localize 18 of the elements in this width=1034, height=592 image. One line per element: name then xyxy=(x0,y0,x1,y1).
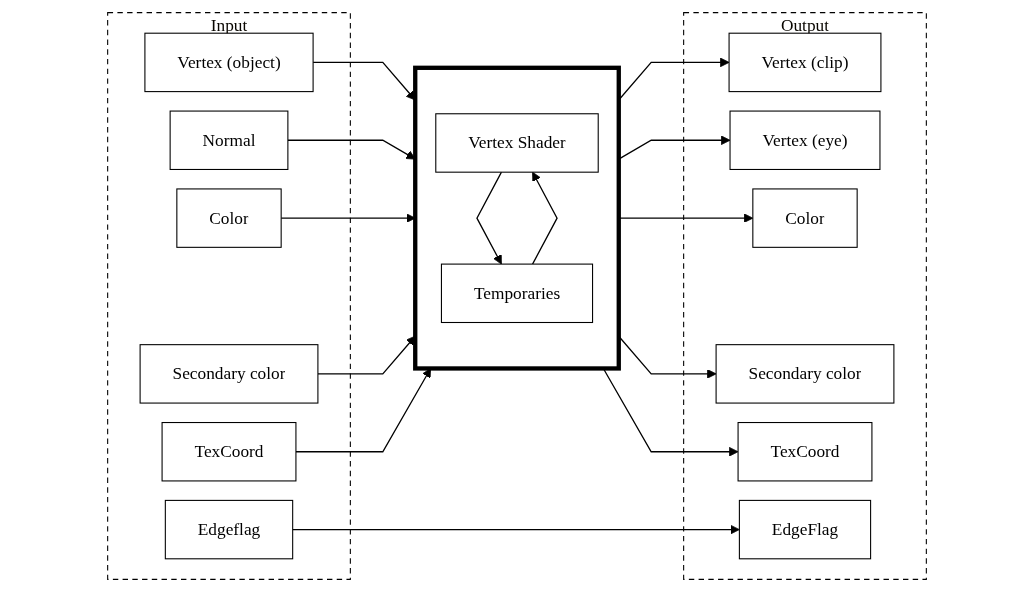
node-box: Color xyxy=(752,188,858,248)
node-box: Normal xyxy=(169,110,289,170)
node-box: Secondary color xyxy=(139,344,319,404)
node-box: TexCoord xyxy=(737,422,873,482)
cluster xyxy=(413,65,621,371)
node-box: Vertex (eye) xyxy=(729,110,881,170)
node-box: Vertex (object) xyxy=(144,32,314,93)
node-box: EdgeFlag xyxy=(738,499,872,560)
node-box: Vertex (clip) xyxy=(728,32,882,93)
arrow xyxy=(476,171,503,265)
node-box: Vertex Shader xyxy=(435,113,599,173)
node-box: Edgeflag xyxy=(164,499,294,560)
node-box: Secondary color xyxy=(715,344,895,404)
node-box: TexCoord xyxy=(161,422,297,482)
arrow xyxy=(292,524,740,535)
node-box: Temporaries xyxy=(440,263,594,324)
arrow xyxy=(531,171,558,265)
node-box: Color xyxy=(176,188,282,248)
